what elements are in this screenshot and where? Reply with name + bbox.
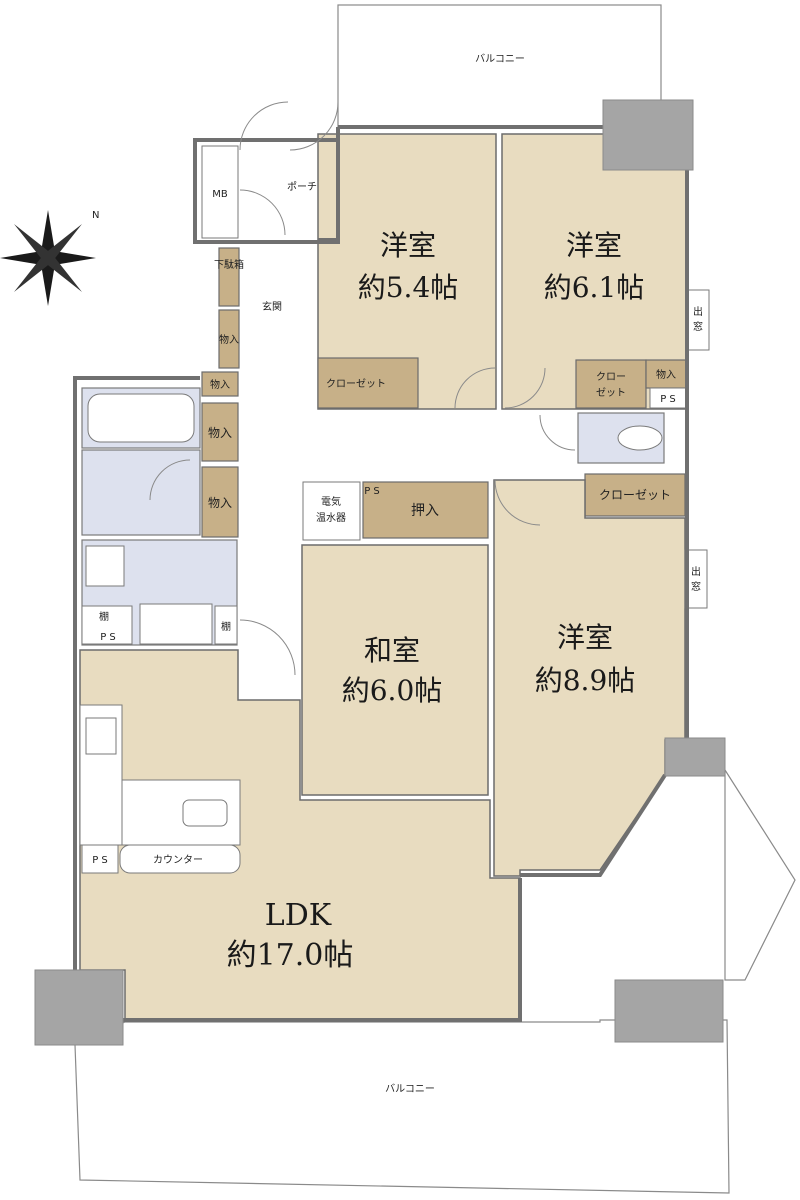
sink-icon	[182, 799, 228, 827]
pillar-mid-right	[664, 737, 726, 777]
storage-western-2-label: 物入	[656, 368, 676, 381]
bay-window-2-label-2: 窓	[691, 580, 701, 593]
western-room-1-name: 洋室	[380, 229, 436, 262]
storage-hall-3-label: 物入	[208, 426, 232, 440]
ldk	[79, 649, 521, 1021]
storage-hall-1	[218, 309, 240, 369]
washing-machine-icon	[85, 545, 125, 587]
door-porch-2	[289, 101, 339, 151]
western-room-3-size: 約8.9帖	[535, 664, 636, 697]
door-toilet	[539, 414, 576, 451]
japanese-room-size: 約6.0帖	[342, 674, 443, 707]
porch-label: ポーチ	[287, 181, 317, 193]
storage-hall-3	[201, 402, 239, 462]
western-room-2-size: 約6.1帖	[544, 271, 645, 304]
western-room-2-name: 洋室	[566, 229, 622, 262]
mb-box	[201, 145, 239, 239]
balcony-side-area	[724, 767, 796, 981]
bathroom	[81, 449, 201, 536]
counter-label: カウンター	[153, 854, 203, 866]
storage-hall-4-label: 物入	[208, 496, 232, 510]
pillar-top-right	[602, 99, 694, 171]
water-heater-label-1: 電気	[321, 495, 341, 508]
closet-western-3-label: クローゼット	[599, 488, 671, 502]
north-label: N	[92, 210, 99, 221]
shelf-label: 棚	[99, 610, 109, 623]
balcony-bottom-label: バルコニー	[385, 1083, 435, 1095]
door-ldk	[239, 619, 296, 676]
wall-angled	[520, 773, 667, 877]
stove-icon	[85, 717, 117, 755]
getabako-label: 下駄箱	[214, 258, 244, 271]
bay-window-1-label-2: 窓	[693, 320, 703, 333]
mb-label: MB	[212, 189, 228, 200]
door-entrance	[239, 189, 286, 236]
storage-hall-2	[201, 371, 239, 397]
closet-western-1-label: クローゼット	[326, 378, 386, 390]
bay-window-1	[686, 289, 710, 351]
ldk-size: 約17.0帖	[227, 938, 354, 973]
genkan-label: 玄関	[262, 300, 282, 313]
ps-western-2-label: P S	[660, 394, 676, 405]
compass-icon	[0, 210, 96, 306]
washbasin-icon	[139, 603, 213, 645]
pillar-bottom-right	[614, 979, 724, 1043]
ps-kitchen	[81, 844, 119, 874]
closet-western-2	[575, 359, 647, 409]
toilet-icon	[617, 425, 663, 451]
pillar-bottom-left	[34, 969, 124, 1046]
shelf-right-label: 棚	[221, 620, 231, 633]
western-room-3-name: 洋室	[557, 621, 613, 654]
wall-segment	[318, 127, 340, 242]
door-western-3	[494, 479, 541, 526]
japanese-room-name: 和室	[364, 634, 420, 667]
closet-western-1	[317, 357, 419, 409]
ldk-name: LDK	[265, 898, 332, 933]
storage-hall-4	[201, 466, 239, 538]
oshiire-label: 押入	[411, 503, 439, 519]
water-heater	[302, 481, 361, 541]
bay-window-2-label-1: 出	[691, 565, 701, 578]
closet-western-2-label-1: クロー	[596, 371, 626, 383]
kitchen-counter	[121, 779, 241, 846]
closet-western-2-label-2: ゼット	[596, 387, 626, 399]
storage-hall-2-label: 物入	[210, 378, 230, 391]
door-porch-1	[239, 101, 289, 151]
bay-window-1-label-1: 出	[693, 305, 703, 318]
balcony-bottom-area	[74, 1019, 730, 1194]
ps-hall-label: P S	[364, 486, 380, 497]
water-heater-label-2: 温水器	[316, 512, 346, 524]
western-room-1-size: 約5.4帖	[358, 271, 459, 304]
getabako	[218, 247, 240, 307]
shelf-right	[214, 605, 238, 645]
storage-hall-1-label: 物入	[219, 333, 239, 346]
ps-kitchen-label: P S	[92, 855, 108, 866]
ps-wash-label: P S	[100, 632, 116, 643]
door-bath	[149, 459, 191, 501]
bathtub-icon	[87, 393, 195, 443]
door-western-2	[504, 367, 546, 409]
oshiire	[362, 481, 489, 539]
counter	[119, 844, 241, 874]
japanese-room	[301, 544, 489, 796]
door-western-1	[454, 367, 496, 409]
wall-outer-bottom	[125, 878, 522, 1022]
balcony-top-label: バルコニー	[475, 53, 525, 65]
shelf-ps	[81, 605, 133, 645]
